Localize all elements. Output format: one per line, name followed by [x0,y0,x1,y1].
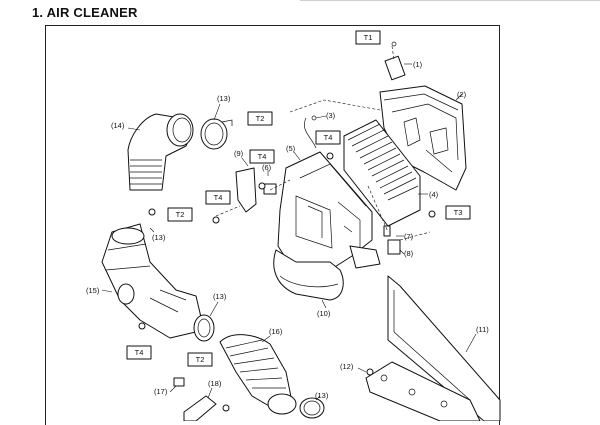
lower-bracket [365,361,481,421]
part-label-4: (4) [429,190,439,199]
plate-part-18 [183,395,217,421]
part-label-3: (3) [326,111,336,120]
part-label-16: (16) [269,327,283,336]
part-label-17: (17) [154,387,168,396]
svg-text:T4: T4 [214,193,223,202]
sensor-part-6 [258,182,277,195]
clamp-bottom [299,397,325,419]
lower-case [277,151,381,271]
bolt-part-17 [173,377,185,387]
torque-box-t2-b: T2 [167,207,193,222]
intake-boot [219,334,297,415]
torque-box-t4-a: T4 [315,130,341,145]
grommet-part-8 [387,239,401,255]
svg-text:T3: T3 [454,208,463,217]
clamp-lower [193,314,215,342]
part-label-8: (8) [404,249,414,258]
part-label-2: (2) [457,90,467,99]
part-label-13-b: (13) [152,233,166,242]
torque-box-t3: T3 [445,205,471,220]
diagram-frame [45,25,500,425]
header-rule [300,0,600,1]
part-label-14: (14) [111,121,125,130]
torque-box-t4-b: T4 [249,149,275,164]
part-label-7: (7) [404,232,414,241]
part-label-1: (1) [413,60,423,69]
leader-lines [101,63,477,401]
svg-text:T2: T2 [176,210,185,219]
pin-part-7 [383,225,391,237]
part-label-18: (18) [208,379,222,388]
part-label-6: (6) [262,163,272,172]
svg-text:T2: T2 [196,355,205,364]
part-label-13-d: (13) [315,391,329,400]
svg-text:T1: T1 [364,33,373,42]
part-label-9: (9) [234,149,244,158]
part-label-12: (12) [340,362,354,371]
svg-text:T4: T4 [324,133,333,142]
svg-text:T4: T4 [258,152,267,161]
bolts [138,152,436,412]
clip-part-3 [304,115,317,149]
sensor-part-1 [384,41,406,81]
bracket-plate [387,275,501,421]
filter-element [343,119,421,227]
page-title: 1. AIR CLEANER [32,5,138,20]
torque-box-t2-a: T2 [247,111,273,126]
torque-box-t4-c: T4 [205,190,231,205]
alignment-lines [215,45,431,241]
svg-text:T2: T2 [256,114,265,123]
resonator [273,249,344,301]
bracket-part-9 [235,167,257,213]
torque-box-t4-d: T4 [126,345,152,360]
svg-text:T4: T4 [135,348,144,357]
torque-box-t1: T1 [355,30,381,45]
torque-box-t2-c: T2 [187,352,213,367]
intake-duct [127,113,194,191]
part-label-15: (15) [86,286,100,295]
clamp-upper [200,118,233,150]
part-label-11: (11) [476,325,489,334]
part-label-5: (5) [286,144,296,153]
part-label-13-c: (13) [213,292,227,301]
part-label-13-a: (13) [217,94,231,103]
part-label-10: (10) [317,309,331,318]
